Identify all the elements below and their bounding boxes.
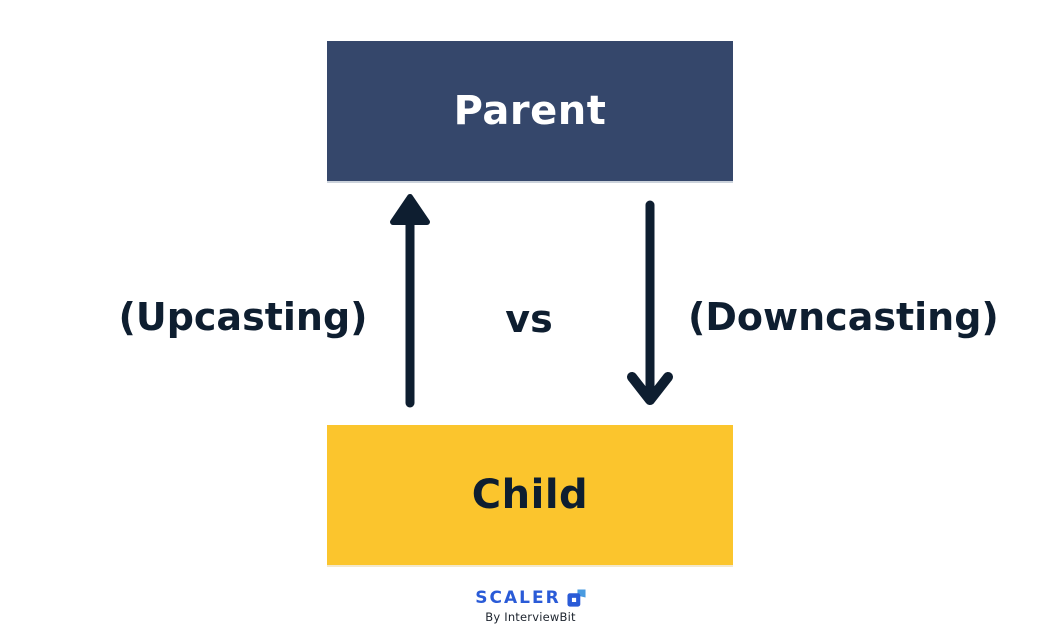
child-box-label: Child [471, 472, 589, 518]
parent-box-label: Parent [453, 88, 607, 134]
downcasting-label: (Downcasting) [688, 295, 999, 339]
scaler-cube-icon [567, 588, 586, 607]
brand-row: SCALER [475, 588, 586, 608]
child-box: Child [327, 425, 733, 565]
scaler-wordmark: SCALER [475, 588, 561, 608]
vs-label: vs [505, 297, 553, 341]
downcast-arrow [627, 200, 673, 405]
upcasting-label: (Upcasting) [118, 295, 368, 339]
parent-box: Parent [327, 41, 733, 181]
byline-text: By InterviewBit [485, 610, 576, 624]
footer-brand-block: SCALER By InterviewBit [0, 588, 1061, 624]
upcast-arrow [390, 194, 430, 408]
